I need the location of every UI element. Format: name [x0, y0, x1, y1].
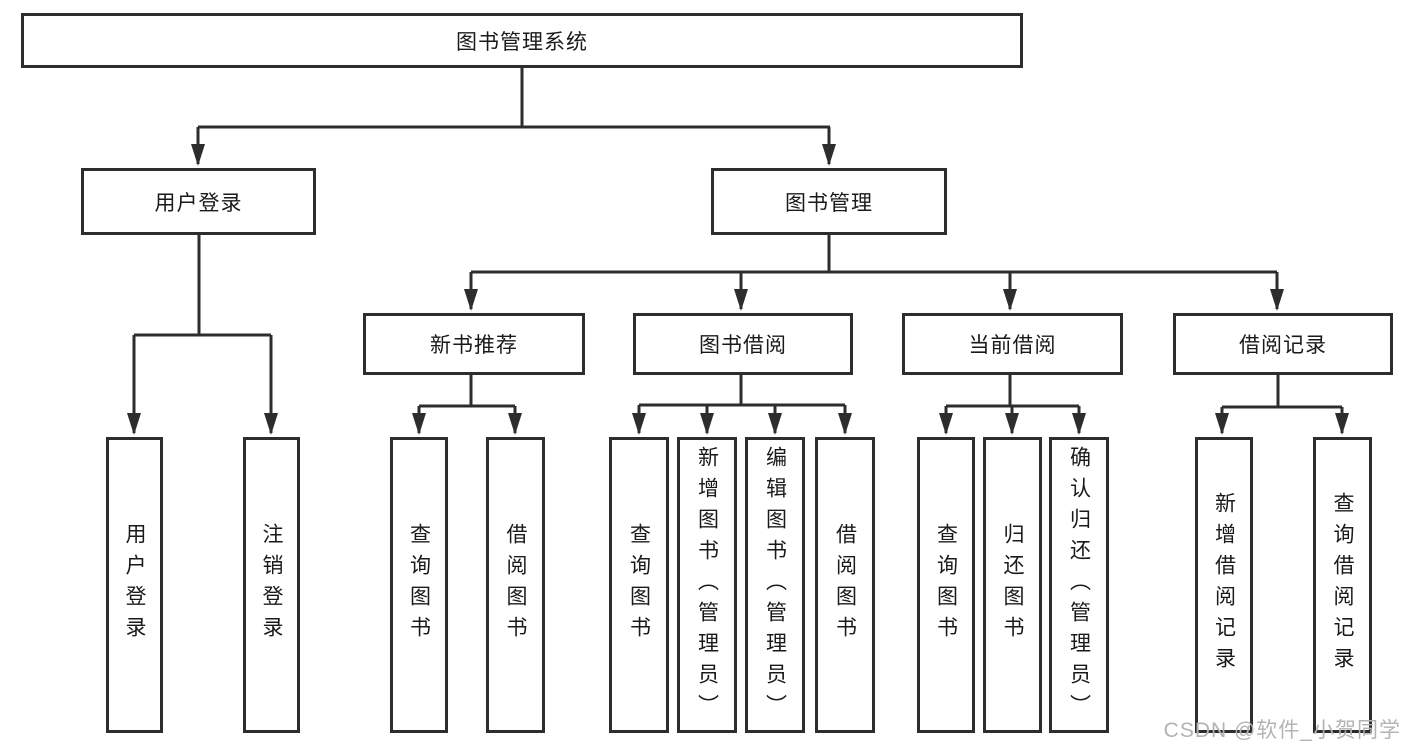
node-book-borrowing: 图书借阅 [633, 313, 853, 375]
leaf-query-books-borrowing-label: 查询图书 [627, 523, 651, 647]
node-root-label: 图书管理系统 [456, 30, 588, 54]
node-new-book-recommendation: 新书推荐 [363, 313, 585, 375]
node-current-borrowing-label: 当前借阅 [968, 334, 1057, 357]
node-user-login: 用户登录 [81, 168, 316, 235]
leaf-query-books-borrowing: 查询图书 [609, 437, 669, 733]
leaf-query-books-current: 查询图书 [917, 437, 975, 733]
leaf-user-login: 用户登录 [106, 437, 163, 733]
node-book-management: 图书管理 [711, 168, 947, 235]
leaf-add-borrow-record-label: 新增借阅记录 [1212, 492, 1236, 678]
leaf-return-books: 归还图书 [983, 437, 1042, 733]
leaf-query-borrow-record-label: 查询借阅记录 [1331, 492, 1354, 678]
leaf-add-books-admin: 新增图书（管理员） [677, 437, 737, 733]
node-new-book-recommendation-label: 新书推荐 [430, 334, 518, 357]
leaf-query-books-current-label: 查询图书 [934, 523, 958, 647]
node-book-borrowing-label: 图书借阅 [699, 334, 787, 357]
node-borrowing-records-label: 借阅记录 [1239, 334, 1327, 357]
leaf-user-login-label: 用户登录 [123, 523, 146, 647]
leaf-query-books-recommend: 查询图书 [390, 437, 448, 733]
leaf-borrow-books-borrowing-label: 借阅图书 [833, 523, 857, 647]
leaf-confirm-return-admin-label: 确认归还（管理员） [1067, 445, 1091, 725]
node-root: 图书管理系统 [21, 13, 1023, 68]
node-current-borrowing: 当前借阅 [902, 313, 1123, 375]
leaf-borrow-books-recommend: 借阅图书 [486, 437, 545, 733]
leaf-borrow-books-recommend-label: 借阅图书 [504, 523, 527, 647]
leaf-add-books-admin-label: 新增图书（管理员） [695, 445, 719, 725]
leaf-edit-books-admin-label: 编辑图书（管理员） [763, 445, 787, 725]
leaf-return-books-label: 归还图书 [1001, 523, 1024, 647]
watermark: CSDN @软件_小贺同学 [1163, 719, 1401, 742]
leaf-edit-books-admin: 编辑图书（管理员） [745, 437, 805, 733]
leaf-add-borrow-record: 新增借阅记录 [1195, 437, 1253, 733]
node-user-login-label: 用户登录 [154, 191, 243, 215]
node-book-management-label: 图书管理 [785, 191, 873, 215]
leaf-query-books-recommend-label: 查询图书 [407, 523, 431, 647]
leaf-logout-login-label: 注销登录 [260, 523, 283, 647]
leaf-confirm-return-admin: 确认归还（管理员） [1049, 437, 1109, 733]
leaf-query-borrow-record: 查询借阅记录 [1313, 437, 1372, 733]
leaf-logout-login: 注销登录 [243, 437, 300, 733]
leaf-borrow-books-borrowing: 借阅图书 [815, 437, 875, 733]
node-borrowing-records: 借阅记录 [1173, 313, 1393, 375]
